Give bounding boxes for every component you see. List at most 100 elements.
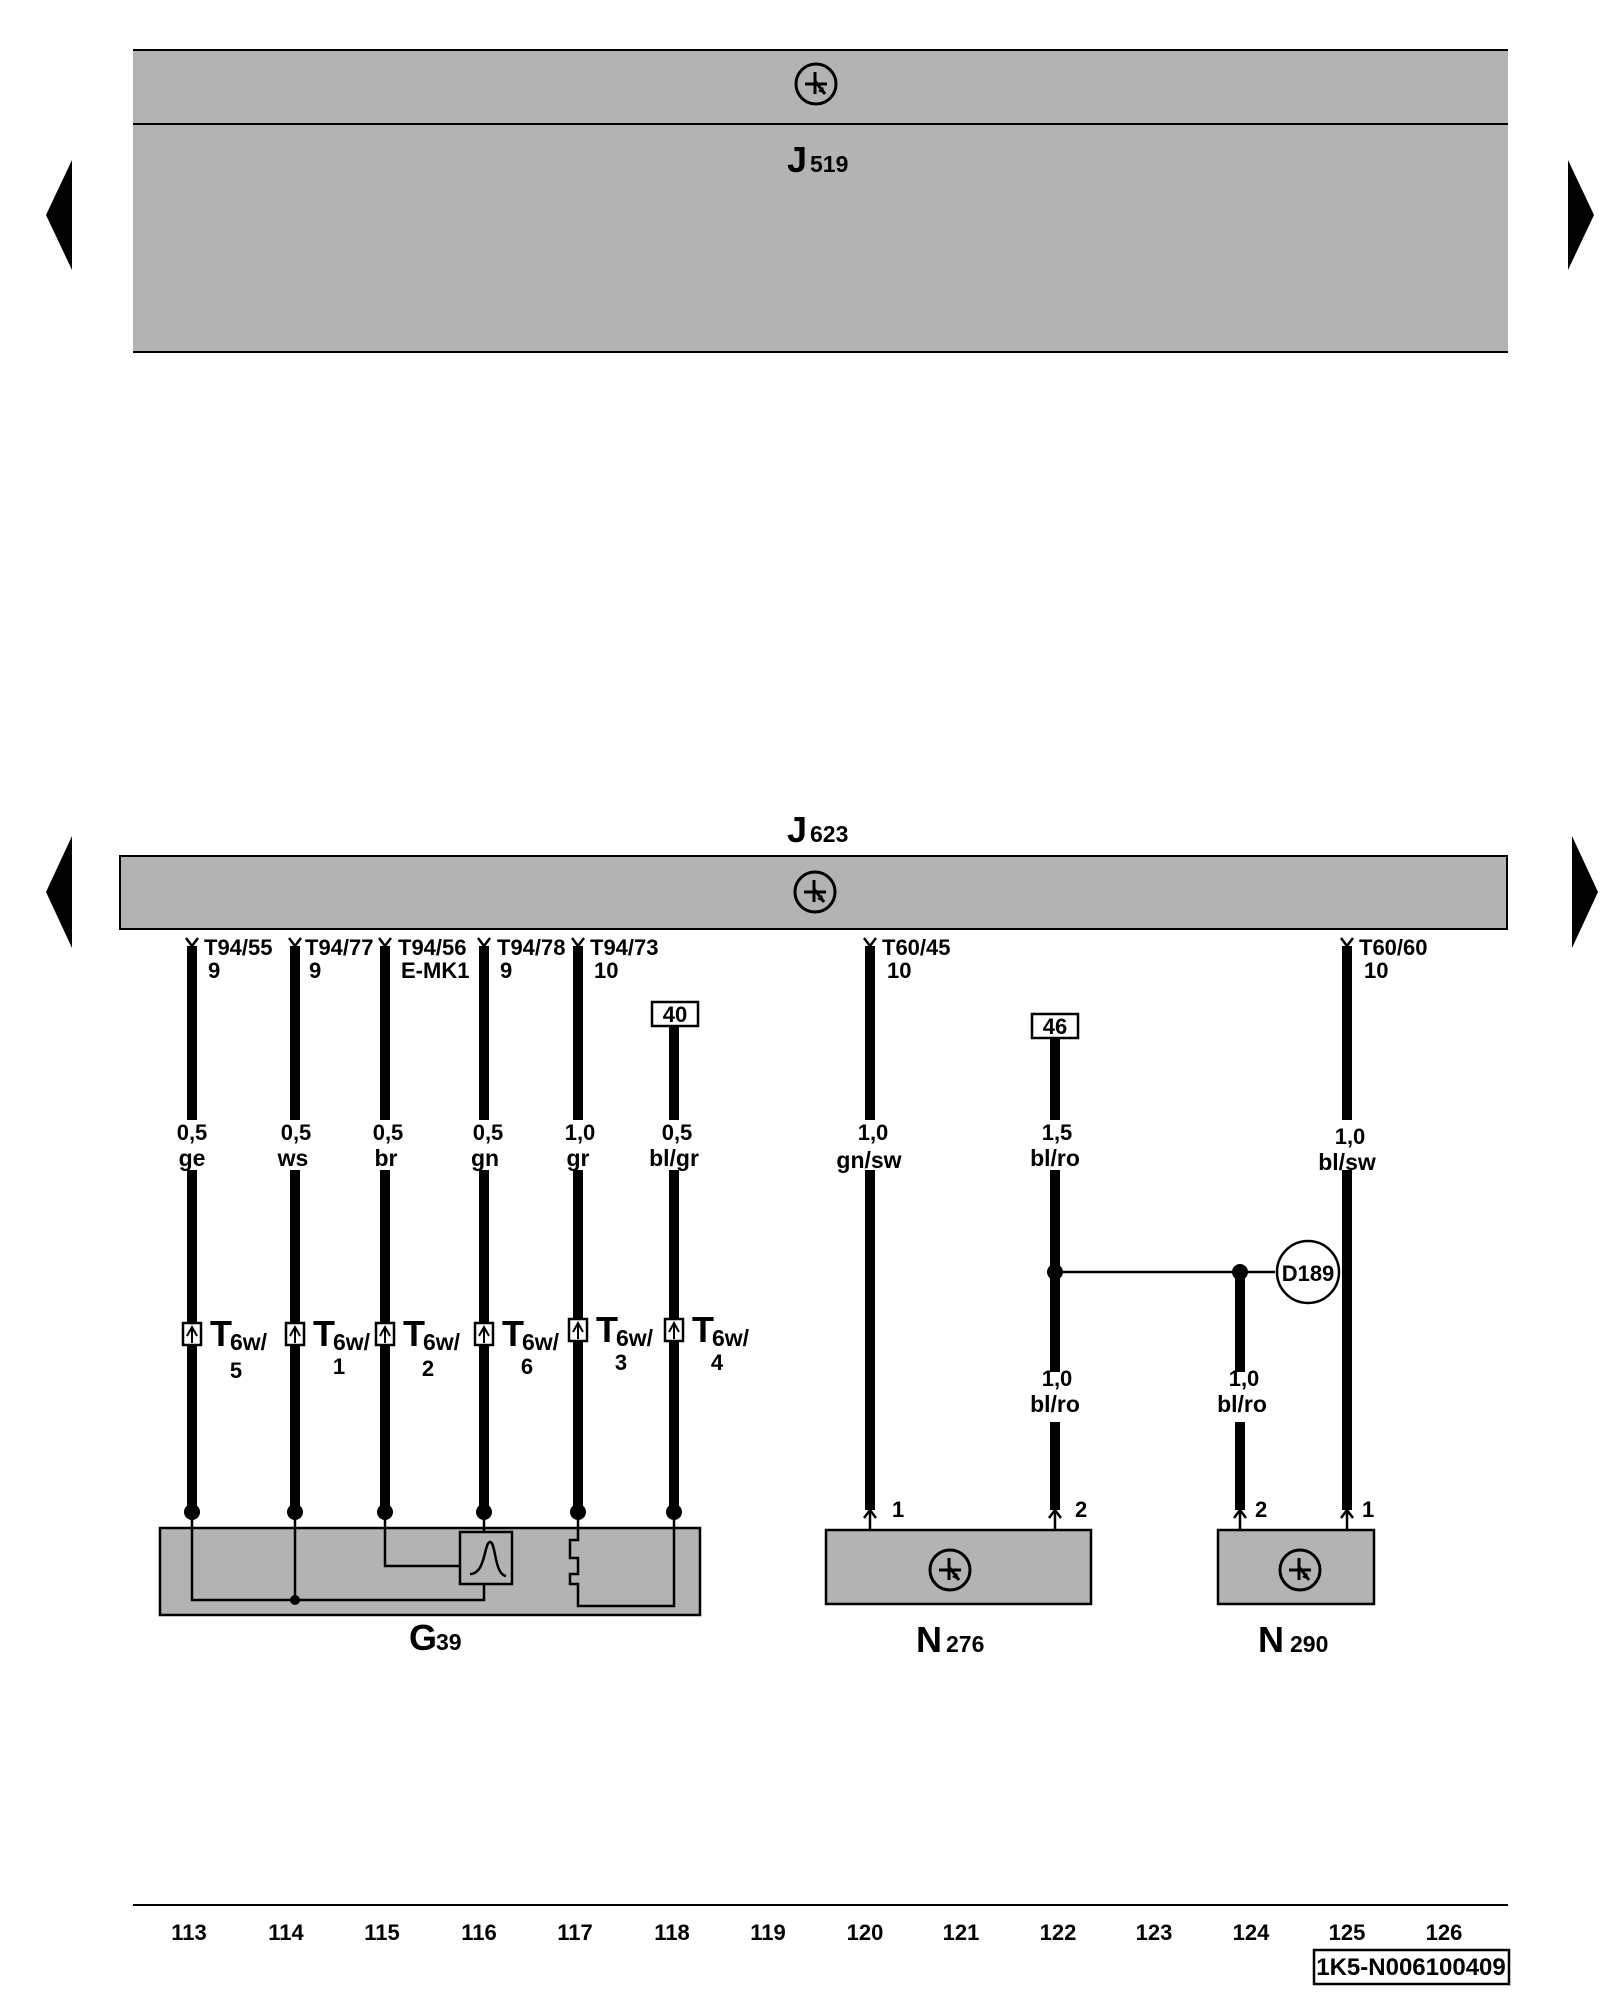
svg-text:0,5: 0,5 — [177, 1120, 208, 1145]
svg-text:119: 119 — [750, 1920, 786, 1945]
svg-text:gr: gr — [567, 1145, 590, 1171]
prev-section-arrow-icon[interactable] — [46, 836, 72, 948]
svg-text:1,5: 1,5 — [1042, 1120, 1073, 1145]
svg-text:T94/55: T94/55 — [204, 935, 273, 960]
svg-text:9: 9 — [309, 958, 321, 983]
svg-text:T: T — [403, 1313, 425, 1354]
svg-text:0,5: 0,5 — [373, 1120, 404, 1145]
svg-text:T: T — [313, 1313, 335, 1354]
pin-arrow-icon — [288, 937, 302, 949]
svg-text:T94/78: T94/78 — [497, 935, 566, 960]
svg-text:br: br — [375, 1145, 398, 1171]
svg-text:0,5: 0,5 — [662, 1120, 693, 1145]
svg-text:T94/77: T94/77 — [305, 935, 374, 960]
svg-text:5: 5 — [230, 1358, 242, 1383]
splice-label: D189 — [1282, 1261, 1335, 1286]
svg-text:6w/: 6w/ — [423, 1329, 461, 1355]
svg-text:6w/: 6w/ — [522, 1329, 560, 1355]
control-unit-j519: J 519 — [133, 49, 1508, 353]
svg-text:117: 117 — [557, 1920, 593, 1945]
svg-text:114: 114 — [268, 1920, 304, 1945]
svg-text:6w/: 6w/ — [616, 1325, 654, 1351]
j623-sub: 623 — [810, 821, 848, 847]
pin-arrow-icon — [378, 937, 392, 949]
svg-text:2: 2 — [1255, 1497, 1267, 1522]
svg-text:115: 115 — [364, 1920, 400, 1945]
svg-text:113: 113 — [171, 1920, 207, 1945]
svg-text:T94/73: T94/73 — [590, 935, 659, 960]
component-g39: G 39 — [158, 1504, 702, 1658]
svg-text:T: T — [596, 1309, 618, 1350]
svg-text:6w/: 6w/ — [230, 1329, 268, 1355]
track-scale: 113 114 115 116 117 118 119 120 121 122 … — [133, 1904, 1508, 1945]
svg-text:121: 121 — [943, 1920, 980, 1945]
connector-pin-icon — [567, 1317, 589, 1343]
svg-text:1K5-N006100409: 1K5-N006100409 — [1316, 1954, 1505, 1981]
reference-box-46: 46 — [1030, 1012, 1080, 1040]
svg-text:G: G — [409, 1617, 437, 1658]
connector-pin-icon — [181, 1321, 203, 1347]
component-n290: 2 1 N 290 — [1216, 1497, 1376, 1660]
svg-text:T: T — [692, 1309, 714, 1350]
svg-text:276: 276 — [946, 1631, 984, 1657]
svg-text:125: 125 — [1329, 1920, 1366, 1945]
svg-text:ws: ws — [277, 1145, 309, 1171]
svg-text:10: 10 — [887, 958, 911, 983]
svg-text:1,0: 1,0 — [1229, 1366, 1260, 1391]
t6w-connectors: T 6w/ 5 T 6w/ 1 T 6w/ 2 T 6w/ 6 T 6w/ 3 … — [181, 1309, 750, 1383]
svg-text:T94/56: T94/56 — [398, 935, 467, 960]
svg-text:bl/ro: bl/ro — [1030, 1145, 1080, 1171]
next-page-arrow-icon[interactable] — [1568, 160, 1594, 270]
component-n276: 1 2 N 276 — [824, 1497, 1093, 1660]
svg-text:ge: ge — [179, 1145, 206, 1171]
svg-text:9: 9 — [208, 958, 220, 983]
svg-text:gn/sw: gn/sw — [836, 1147, 901, 1173]
pin-arrow-icon — [571, 937, 585, 949]
svg-text:bl/ro: bl/ro — [1217, 1391, 1267, 1417]
diagram-code: 1K5-N006100409 — [1312, 1948, 1511, 1986]
connector-pin-icon — [473, 1321, 495, 1347]
svg-text:T60/60: T60/60 — [1359, 935, 1428, 960]
pin-arrows — [185, 937, 1354, 949]
svg-text:46: 46 — [1043, 1014, 1067, 1039]
svg-text:1,0: 1,0 — [858, 1120, 889, 1145]
j519-sub: 519 — [810, 151, 848, 177]
pin-arrow-icon — [863, 937, 877, 949]
svg-text:1,0: 1,0 — [1042, 1366, 1073, 1391]
svg-text:6w/: 6w/ — [333, 1329, 371, 1355]
svg-text:123: 123 — [1136, 1920, 1173, 1945]
svg-text:118: 118 — [654, 1920, 690, 1945]
svg-text:0,5: 0,5 — [281, 1120, 312, 1145]
connector-pin-icon — [284, 1321, 306, 1347]
j623-letter: J — [787, 809, 807, 850]
svg-text:40: 40 — [663, 1002, 687, 1027]
svg-text:bl/ro: bl/ro — [1030, 1391, 1080, 1417]
svg-text:2: 2 — [1075, 1497, 1087, 1522]
svg-text:1,0: 1,0 — [1335, 1124, 1366, 1149]
svg-text:126: 126 — [1426, 1920, 1463, 1945]
j623-pin-labels: T94/55 9 T94/77 9 T94/56 E-MK1 T94/78 9 … — [204, 935, 1428, 983]
connector-pin-icon — [374, 1321, 396, 1347]
svg-text:bl/sw: bl/sw — [1318, 1149, 1376, 1175]
svg-text:290: 290 — [1290, 1631, 1328, 1657]
pin-arrow-icon — [1340, 937, 1354, 949]
svg-text:1,0: 1,0 — [565, 1120, 596, 1145]
svg-text:124: 124 — [1233, 1920, 1270, 1945]
splice-d189: D189 — [1275, 1239, 1341, 1305]
svg-text:1: 1 — [333, 1354, 345, 1379]
svg-text:1: 1 — [892, 1497, 904, 1522]
svg-text:N: N — [916, 1619, 942, 1660]
svg-text:10: 10 — [1364, 958, 1388, 983]
svg-text:4: 4 — [711, 1350, 724, 1375]
wires — [187, 946, 1352, 1512]
prev-page-arrow-icon[interactable] — [46, 160, 72, 270]
splice-junction-dot — [1232, 1264, 1248, 1280]
next-section-arrow-icon[interactable] — [1572, 836, 1598, 948]
svg-text:39: 39 — [436, 1629, 462, 1655]
svg-text:T: T — [210, 1313, 232, 1354]
svg-text:T: T — [502, 1313, 524, 1354]
connector-pin-icon — [663, 1317, 685, 1343]
svg-text:3: 3 — [615, 1350, 627, 1375]
svg-text:9: 9 — [500, 958, 512, 983]
